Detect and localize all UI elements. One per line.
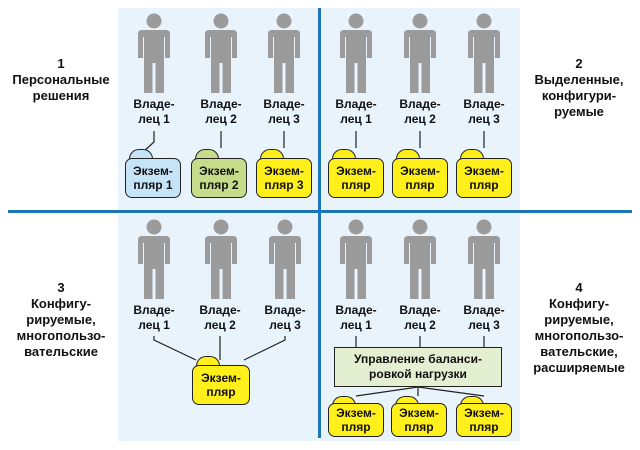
- instance-box-1: Экзем-пляр 1: [125, 158, 181, 198]
- instance-box: Экзем-пляр: [392, 158, 448, 198]
- shared-instance-box: Экзем-пляр: [192, 365, 250, 405]
- owner-label-1: Владе-лец 1: [335, 97, 377, 126]
- load-balancer-box: Управление баланси- ровкой нагрузки: [334, 347, 502, 387]
- person-icon: [404, 13, 436, 93]
- person-icon: [404, 219, 436, 299]
- instance-box: Экзем-пляр: [328, 403, 384, 437]
- instance-box-3: Экзем-пляр 3: [256, 158, 312, 198]
- owner-label-3: Владе-лец 3: [463, 303, 505, 332]
- owner-label-2: Владе-лец 2: [199, 303, 241, 332]
- label-configurable-multitenant: 3 Конфигу- рируемые, многопользо- ватель…: [16, 280, 106, 359]
- person-icon: [138, 13, 170, 93]
- person-icon: [340, 219, 372, 299]
- person-icon: [268, 13, 300, 93]
- label-dedicated-configurable: 2 Выделенные, конфигури- руемые: [534, 56, 624, 119]
- owner-label-2: Владе-лец 2: [399, 303, 441, 332]
- instance-box: Экзем-пляр: [391, 403, 447, 437]
- owner-label-3: Владе-лец 3: [263, 97, 305, 126]
- person-icon: [468, 219, 500, 299]
- person-icon: [340, 13, 372, 93]
- divider-vertical: [318, 8, 321, 438]
- instance-box-2: Экзем-пляр 2: [191, 158, 247, 198]
- owner-label-2: Владе-лец 2: [200, 97, 242, 126]
- owner-label-1: Владе-лец 1: [133, 303, 175, 332]
- person-icon: [468, 13, 500, 93]
- owner-label-3: Владе-лец 3: [264, 303, 306, 332]
- label-configurable-multitenant-scalable: 4 Конфигу- рируемые, многопользо- ватель…: [533, 280, 625, 375]
- person-icon: [269, 219, 301, 299]
- owner-label-1: Владе-лец 1: [133, 97, 175, 126]
- person-icon: [138, 219, 170, 299]
- instance-box: Экзем-пляр: [456, 158, 512, 198]
- instance-box: Экзем-пляр: [328, 158, 384, 198]
- owner-label-1: Владе-лец 1: [335, 303, 377, 332]
- person-icon: [205, 219, 237, 299]
- owner-label-3: Владе-лец 3: [463, 97, 505, 126]
- label-personal-solutions: 1 Персональные решения: [12, 56, 110, 103]
- owner-label-2: Владе-лец 2: [399, 97, 441, 126]
- divider-horizontal: [8, 210, 632, 213]
- instance-box: Экзем-пляр: [456, 403, 512, 437]
- person-icon: [205, 13, 237, 93]
